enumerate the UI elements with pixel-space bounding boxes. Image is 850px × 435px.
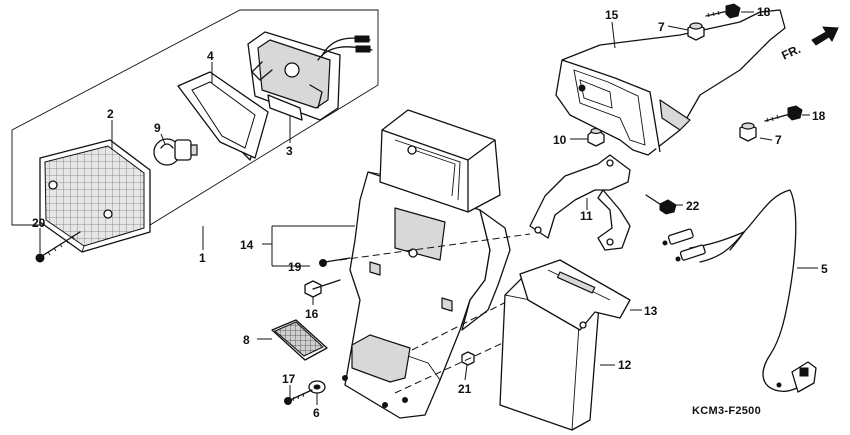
- callout-8: 8: [243, 333, 250, 347]
- callout-18-top: 18: [757, 5, 771, 19]
- callout-17: 17: [282, 372, 296, 386]
- drawing-code: KCM3-F2500: [692, 405, 761, 417]
- callout-21: 21: [458, 382, 472, 396]
- callout-6: 6: [313, 406, 320, 420]
- callout-4: 4: [207, 49, 214, 63]
- collar-7-top: [687, 22, 705, 41]
- leader-lines: [39, 11, 818, 405]
- callout-7-bottom: 7: [775, 133, 782, 147]
- rear-reflector: [271, 319, 328, 361]
- assembly-outline: [11, 9, 379, 226]
- collar: [308, 380, 326, 394]
- bolt-18-top: [705, 3, 741, 19]
- rear-cowl: [555, 9, 786, 156]
- callout-16: 16: [305, 307, 319, 321]
- callout-14: 14: [240, 238, 254, 252]
- direction-indicator: FR.: [779, 26, 839, 63]
- callout-13: 13: [644, 304, 658, 318]
- callout-12: 12: [618, 358, 632, 372]
- screw: [35, 231, 81, 263]
- screw-19: [319, 257, 351, 267]
- mount-stay: [529, 154, 631, 251]
- taillight-base: [247, 31, 373, 121]
- alignment-lines: [339, 233, 531, 394]
- forward-arrow-icon: [811, 26, 839, 46]
- callout-22: 22: [686, 199, 700, 213]
- callout-5: 5: [821, 262, 828, 276]
- rear-fender-bracket: [342, 171, 511, 419]
- callout-labels: 2 9 4 3 1 20 14 19 16 8 17 6 21 12 13 11…: [32, 5, 828, 420]
- license-bracket-stay: [519, 259, 631, 331]
- callout-20: 20: [32, 216, 46, 230]
- callout-11: 11: [580, 209, 593, 223]
- callout-19: 19: [288, 260, 302, 274]
- callout-1: 1: [199, 251, 206, 265]
- callout-9: 9: [154, 121, 161, 135]
- license-light-case: [379, 109, 501, 213]
- bolt-18-bottom: [764, 105, 803, 123]
- bolt-17: [284, 389, 313, 405]
- callout-7-top: 7: [658, 20, 665, 34]
- bolt-16: [304, 279, 341, 298]
- callout-10: 10: [553, 133, 567, 147]
- collar-7-bottom: [739, 122, 757, 142]
- callout-15: 15: [605, 8, 619, 22]
- callout-18-bottom: 18: [812, 109, 826, 123]
- callout-3: 3: [286, 144, 293, 158]
- bolt-22: [645, 194, 677, 215]
- gasket: [177, 71, 269, 161]
- bulb: [153, 138, 198, 166]
- nut-21: [461, 351, 475, 366]
- taillight-lens: [39, 139, 151, 253]
- taillight-assembly-group: [11, 9, 379, 263]
- callout-2: 2: [107, 107, 114, 121]
- direction-label: FR.: [779, 42, 802, 63]
- wire-harness: [662, 189, 817, 393]
